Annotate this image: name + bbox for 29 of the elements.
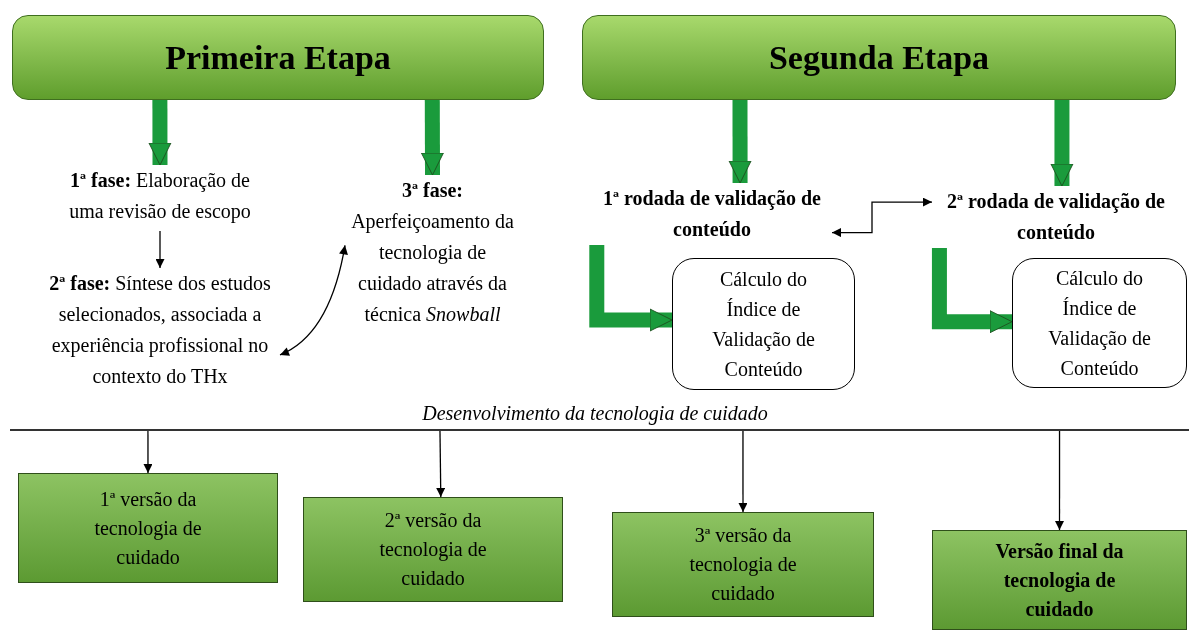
arrow: [155, 230, 165, 269]
timeline-line: [10, 429, 1189, 431]
phase-text: 2ª fase: Síntese dos estudos selecionados, associada a experiência profissional no contexto do THx: [40, 268, 280, 426]
block-arrow: [931, 248, 1013, 334]
round-heading: 2ª rodada de validação de conteúdo: [932, 186, 1180, 248]
phase-text: 1ª fase: Elaboração de uma revisão de escopo: [52, 165, 268, 231]
stage-header-box: Segunda Etapa: [582, 15, 1176, 100]
arrow: [738, 430, 748, 513]
arrow: [143, 430, 153, 474]
arrow: [279, 244, 348, 356]
version-box: 1ª versão da tecnologia de cuidado: [18, 473, 278, 583]
timeline-label: Desenvolvimento da tecnologia de cuidado: [421, 401, 769, 425]
block-arrow: [589, 245, 673, 332]
stage-header-box: Primeira Etapa: [12, 15, 544, 100]
block-arrow: [421, 99, 444, 176]
block-arrow: [1050, 100, 1074, 187]
block-arrow: [148, 100, 172, 166]
version-box: 3ª versão da tecnologia de cuidado: [612, 512, 874, 617]
phase-heading: 3ª fase:: [402, 178, 463, 203]
phase-text: Aperfeiçoamento da tecnologia de cuidado através da técnica Snowball: [350, 209, 515, 327]
arrow: [1055, 430, 1064, 531]
process-box: Cálculo do Índice de Validação de Conteúdo: [672, 258, 855, 390]
round-heading: 1ª rodada de validação de conteúdo: [592, 183, 832, 245]
arrow: [831, 197, 933, 238]
block-arrow: [728, 99, 752, 184]
process-box: Cálculo do Índice de Validação de Conteúdo: [1012, 258, 1187, 388]
version-box: Versão final da tecnologia de cuidado: [932, 530, 1187, 630]
version-box: 2ª versão da tecnologia de cuidado: [303, 497, 563, 602]
arrow: [436, 430, 446, 498]
